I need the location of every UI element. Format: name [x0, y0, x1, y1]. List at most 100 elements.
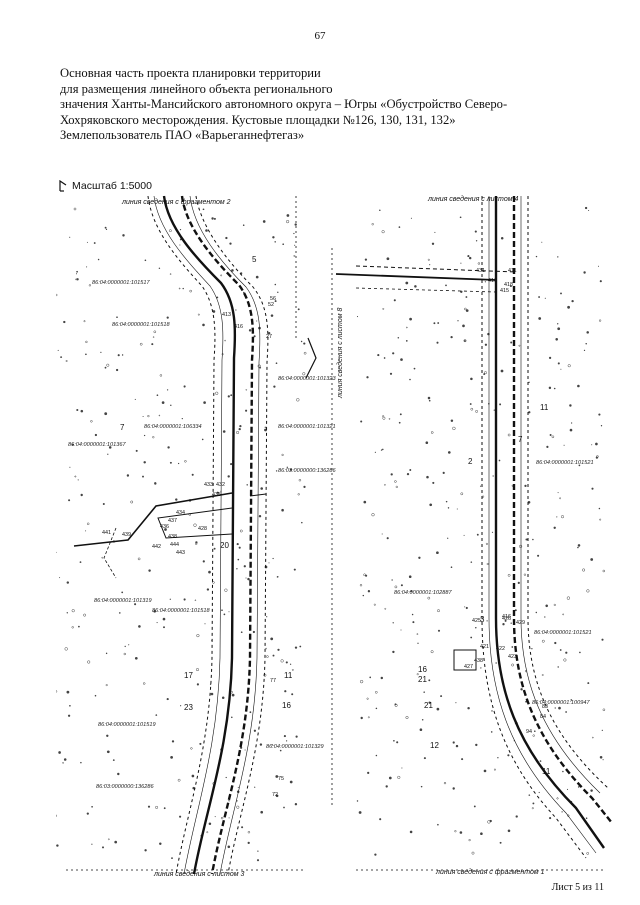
vegetation-dot: [121, 591, 124, 594]
vegetation-dot: [565, 651, 568, 654]
vegetation-dot: [214, 816, 216, 818]
vegetation-dot: [256, 320, 258, 322]
vegetation-dot: [602, 708, 606, 712]
north-arrow-icon: [59, 180, 67, 192]
vegetation-dot: [484, 343, 488, 346]
point-number-label: 427: [464, 664, 473, 670]
vegetation-dot: [177, 462, 180, 465]
vegetation-dot: [76, 408, 79, 412]
point-number-label: 426: [502, 616, 511, 622]
vegetation-dot: [510, 622, 512, 624]
vegetation-dot: [171, 857, 173, 859]
vegetation-dot: [102, 502, 105, 506]
vegetation-dot: [398, 421, 401, 424]
vegetation-dot: [374, 451, 376, 453]
vegetation-dot: [202, 323, 205, 327]
vegetation-dot: [398, 226, 401, 228]
vegetation-dot: [411, 613, 414, 616]
vegetation-dot: [245, 409, 248, 412]
vegetation-dot: [356, 800, 359, 802]
vegetation-dot: [538, 791, 540, 794]
vegetation-dot: [275, 775, 279, 778]
vegetation-dot: [247, 577, 250, 581]
vegetation-dot: [208, 822, 212, 826]
vegetation-dot: [592, 736, 594, 739]
point-number-label: 434: [176, 510, 185, 516]
vegetation-dot: [112, 759, 115, 761]
point-number-label: 415: [500, 288, 509, 294]
vegetation-dot: [135, 449, 138, 452]
point-number-label: 432: [216, 482, 225, 488]
vegetation-dot: [470, 407, 474, 411]
contour-number-label: 20: [220, 541, 229, 550]
vegetation-dot: [588, 209, 590, 212]
vegetation-dot: [260, 487, 263, 490]
vegetation-dot: [548, 356, 552, 360]
vegetation-dot: [171, 740, 175, 743]
vegetation-dot: [170, 404, 172, 407]
vegetation-dot: [375, 691, 378, 694]
vegetation-dot: [179, 229, 182, 231]
vegetation-dot: [281, 508, 284, 512]
vegetation-dot: [450, 419, 454, 423]
vegetation-dot: [484, 371, 487, 375]
vegetation-dot: [294, 803, 298, 806]
vegetation-dot: [210, 692, 214, 696]
vegetation-dot: [56, 844, 59, 847]
vegetation-dot: [567, 364, 571, 368]
vegetation-dot: [399, 413, 402, 416]
vegetation-dot: [559, 649, 562, 651]
contour-number-label: 16: [418, 665, 427, 674]
vegetation-dot: [532, 538, 534, 541]
vegetation-dot: [108, 446, 112, 449]
vegetation-dot: [455, 744, 459, 748]
vegetation-dot: [216, 296, 219, 299]
vegetation-dot: [193, 523, 197, 527]
vegetation-dot: [443, 781, 447, 785]
vegetation-dot: [493, 409, 495, 411]
vegetation-dot: [595, 442, 598, 446]
vegetation-dot: [294, 244, 296, 246]
vegetation-dot: [557, 492, 559, 494]
vegetation-dot: [437, 322, 440, 324]
vegetation-dot: [275, 470, 278, 472]
vegetation-dot: [293, 254, 296, 257]
vegetation-dot: [541, 241, 543, 243]
vegetation-dot: [169, 598, 171, 600]
cadastral-label: 86:04:0000001:102887: [394, 590, 452, 596]
vegetation-dot: [213, 217, 216, 220]
vegetation-dot: [161, 401, 165, 404]
vegetation-dot: [480, 667, 482, 669]
vegetation-dot: [123, 652, 126, 656]
vegetation-dot: [367, 771, 370, 775]
vegetation-dot: [452, 787, 455, 790]
vegetation-dot: [360, 716, 363, 720]
vegetation-dot: [416, 673, 419, 676]
vegetation-dot: [227, 845, 231, 849]
point-number-label: 421: [480, 644, 489, 650]
point-number-label: 72: [272, 792, 278, 798]
vegetation-dot: [495, 662, 498, 664]
vegetation-dot: [431, 242, 435, 245]
vegetation-dot: [138, 625, 141, 628]
vegetation-dot: [515, 815, 518, 818]
vegetation-dot: [244, 749, 246, 751]
point-number-label: 444: [170, 542, 179, 548]
vegetation-dot: [212, 581, 215, 584]
contour-number-label: 3: [480, 615, 485, 624]
point-number-label: 422: [496, 646, 505, 652]
vegetation-dot: [480, 832, 483, 835]
vegetation-dot: [208, 570, 211, 574]
vegetation-dot: [156, 622, 158, 624]
vegetation-dot: [221, 609, 223, 611]
vegetation-dot: [242, 224, 245, 226]
vegetation-dot: [463, 534, 465, 536]
right-corridor: [335, 196, 613, 859]
vegetation-dot: [294, 646, 298, 649]
vegetation-dot: [237, 786, 239, 788]
vegetation-dot: [382, 448, 384, 451]
vegetation-dot: [86, 812, 89, 815]
vegetation-dot: [286, 220, 290, 224]
vegetation-dot: [68, 499, 71, 502]
vegetation-dot: [159, 842, 162, 846]
